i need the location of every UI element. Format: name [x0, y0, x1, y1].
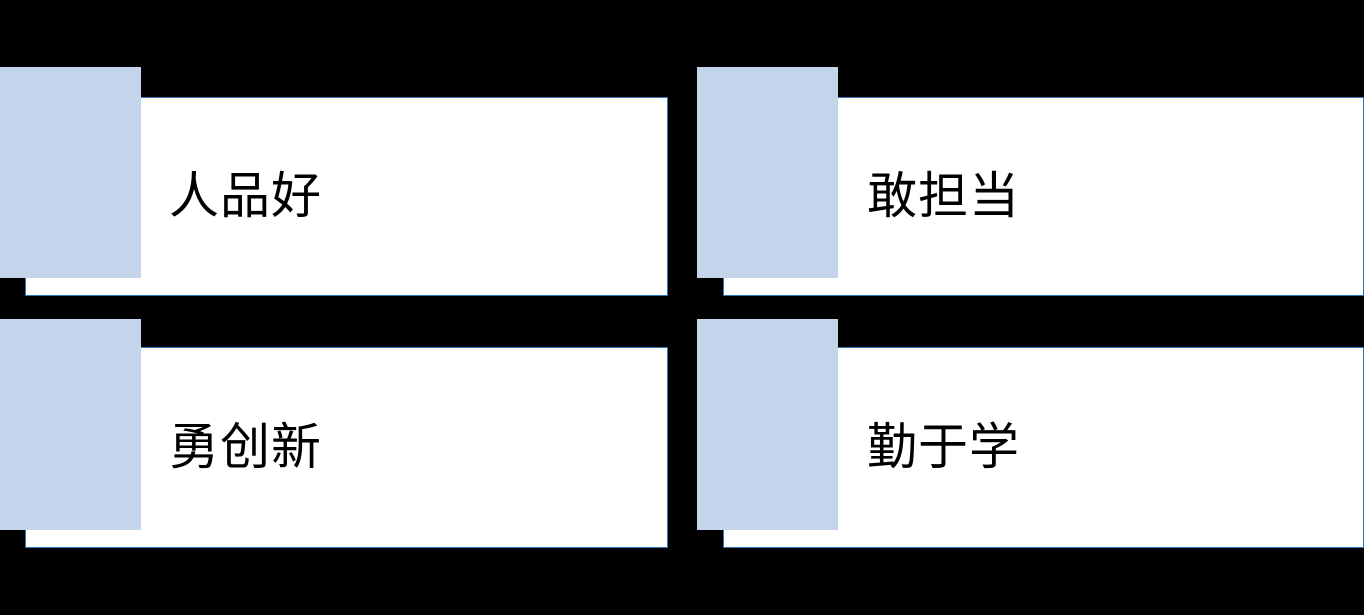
card-label-3: 勇创新	[169, 419, 322, 475]
accent-block-3	[0, 319, 141, 530]
feature-card-1[interactable]: 人品好	[0, 67, 690, 307]
feature-card-2[interactable]: 敢担当	[697, 67, 1364, 307]
panel-2[interactable]: 敢担当	[723, 97, 1364, 296]
feature-card-4[interactable]: 勤于学	[697, 319, 1364, 559]
card-label-4: 勤于学	[867, 419, 1020, 475]
accent-block-1	[0, 67, 141, 278]
accent-block-4	[697, 319, 838, 530]
card-label-1: 人品好	[169, 168, 322, 224]
accent-block-2	[697, 67, 838, 278]
card-label-2: 敢担当	[867, 168, 1020, 224]
feature-card-3[interactable]: 勇创新	[0, 319, 690, 559]
